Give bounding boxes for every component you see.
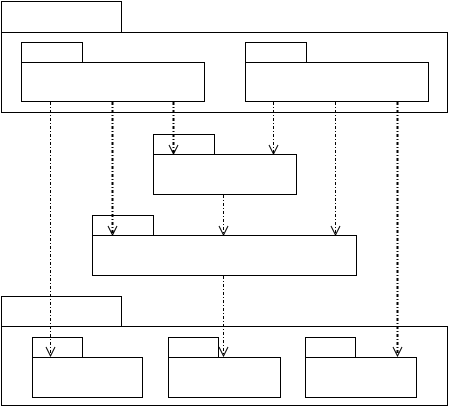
- outer-package-bottom-tab: [1, 296, 122, 327]
- dependency-b-to-d: [330, 102, 341, 237]
- dependency-b-to-c: [268, 102, 279, 156]
- package-c-tab: [153, 134, 215, 155]
- arrowhead-icon: [330, 225, 341, 237]
- package-c-body: [153, 154, 297, 195]
- package-c: [153, 134, 297, 195]
- package-d-tab: [92, 215, 154, 236]
- package-g-body: [305, 357, 417, 398]
- arrowhead-icon: [218, 225, 229, 237]
- package-b-tab: [245, 42, 307, 63]
- package-e-tab: [32, 337, 83, 358]
- package-f: [168, 337, 281, 398]
- package-d: [92, 215, 357, 276]
- package-a: [21, 42, 205, 102]
- dependency-a-to-c: [168, 102, 179, 156]
- package-b-body: [245, 62, 429, 102]
- package-d-body: [92, 235, 357, 276]
- package-a-body: [21, 62, 205, 102]
- package-f-body: [168, 357, 281, 398]
- package-e-body: [32, 357, 143, 398]
- package-f-tab: [168, 337, 219, 358]
- arrowhead-icon: [168, 144, 179, 156]
- package-a-tab: [21, 42, 83, 63]
- arrowhead-icon: [45, 346, 56, 358]
- arrowhead-icon: [392, 346, 403, 358]
- arrowhead-icon: [268, 144, 279, 156]
- dependency-b-to-g: [392, 102, 403, 358]
- package-e: [32, 337, 143, 398]
- package-g-tab: [305, 337, 356, 358]
- outer-package-top-tab: [1, 1, 122, 33]
- dependency-a-to-d: [107, 102, 118, 237]
- package-b: [245, 42, 429, 102]
- dependency-arrows: [45, 102, 403, 358]
- dependency-a-to-e: [45, 102, 56, 358]
- dependency-c-to-d: [218, 195, 229, 237]
- package-g: [305, 337, 417, 398]
- arrowhead-icon: [107, 225, 118, 237]
- arrowhead-icon: [218, 346, 229, 358]
- dependency-d-to-f: [218, 276, 229, 358]
